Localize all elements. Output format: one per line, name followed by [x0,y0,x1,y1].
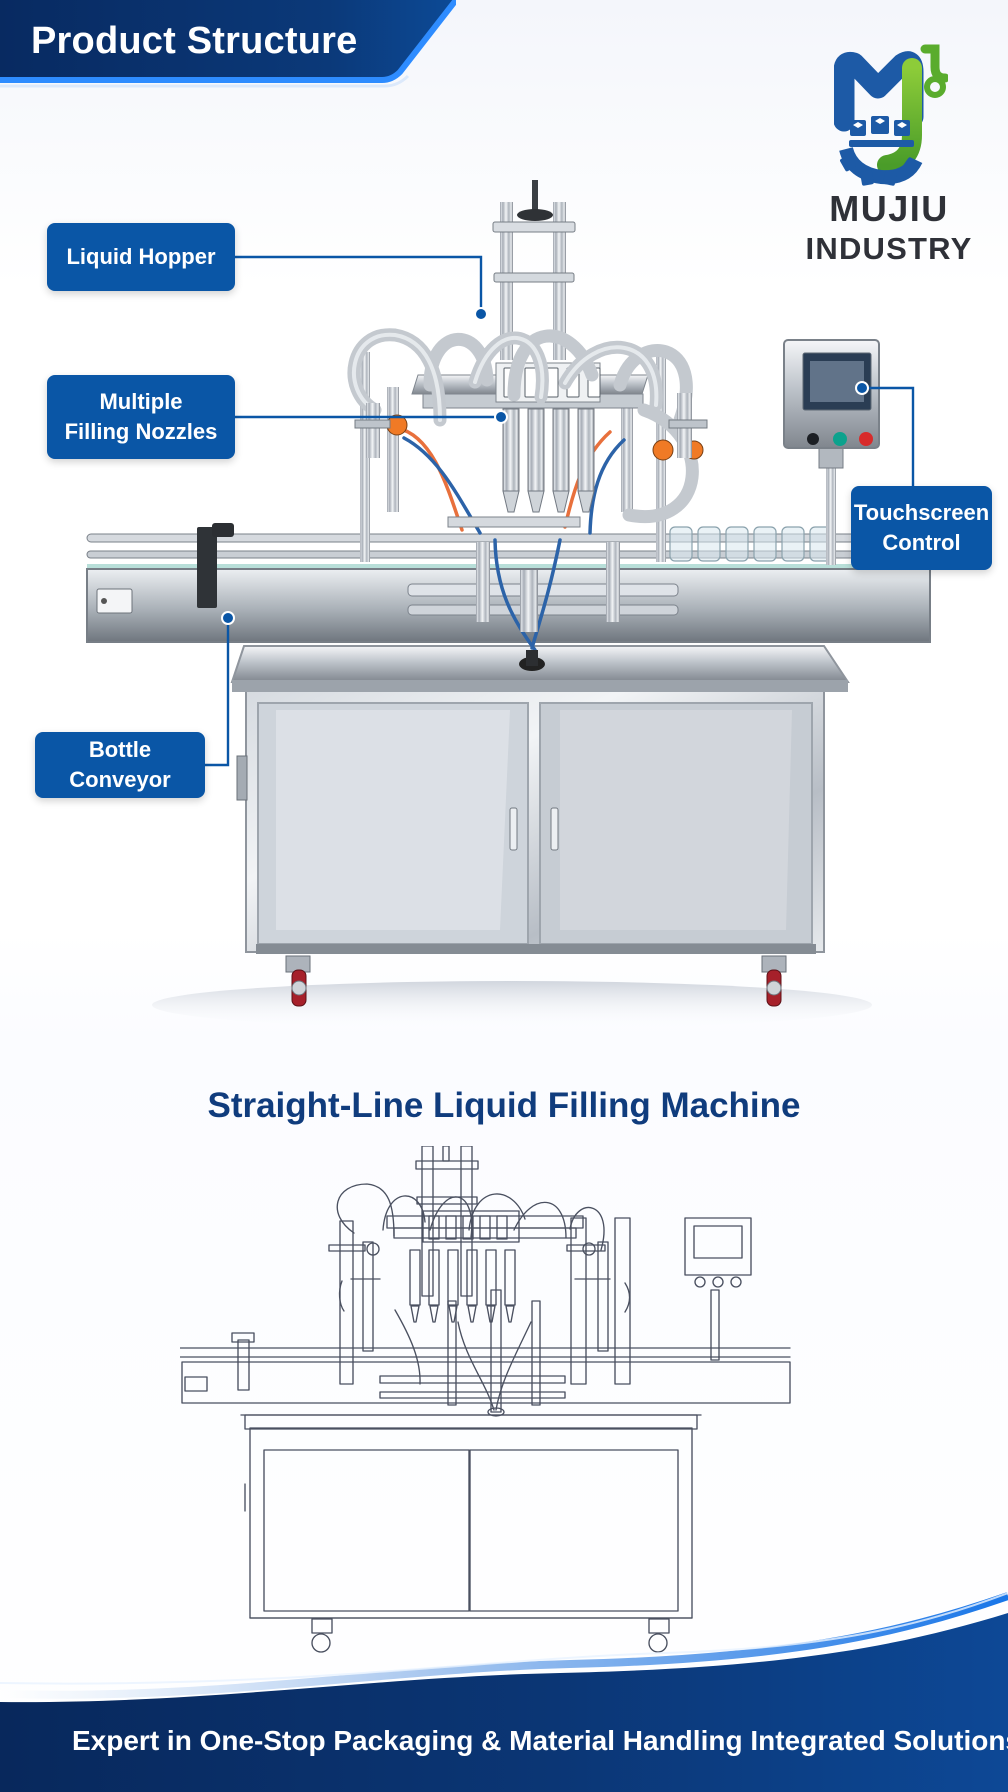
touchscreen-control-callout: Touchscreen Control [851,486,992,570]
filling-nozzles-callout: Multiple Filling Nozzles [47,375,235,459]
footer-banner [0,1592,1008,1792]
logo-wordmark-bottom: INDUSTRY [805,231,973,266]
liquid-hopper-callout: Liquid Hopper [47,223,235,291]
machine-line-drawing [180,1146,791,1653]
company-tagline: Expert in One-Stop Packaging & Material … [72,1725,1008,1756]
machine-name-heading: Straight-Line Liquid Filling Machine [207,1086,801,1125]
page-title: Product Structure [31,20,358,62]
machine-photo [86,180,931,1029]
gear-m-logo-icon [834,44,948,186]
bottle-conveyor-callout: Bottle Conveyor [35,732,205,798]
header-banner [0,0,456,88]
logo-wordmark-top: MUJIU [829,188,949,229]
brand-logo: MUJIU INDUSTRY [796,43,982,269]
